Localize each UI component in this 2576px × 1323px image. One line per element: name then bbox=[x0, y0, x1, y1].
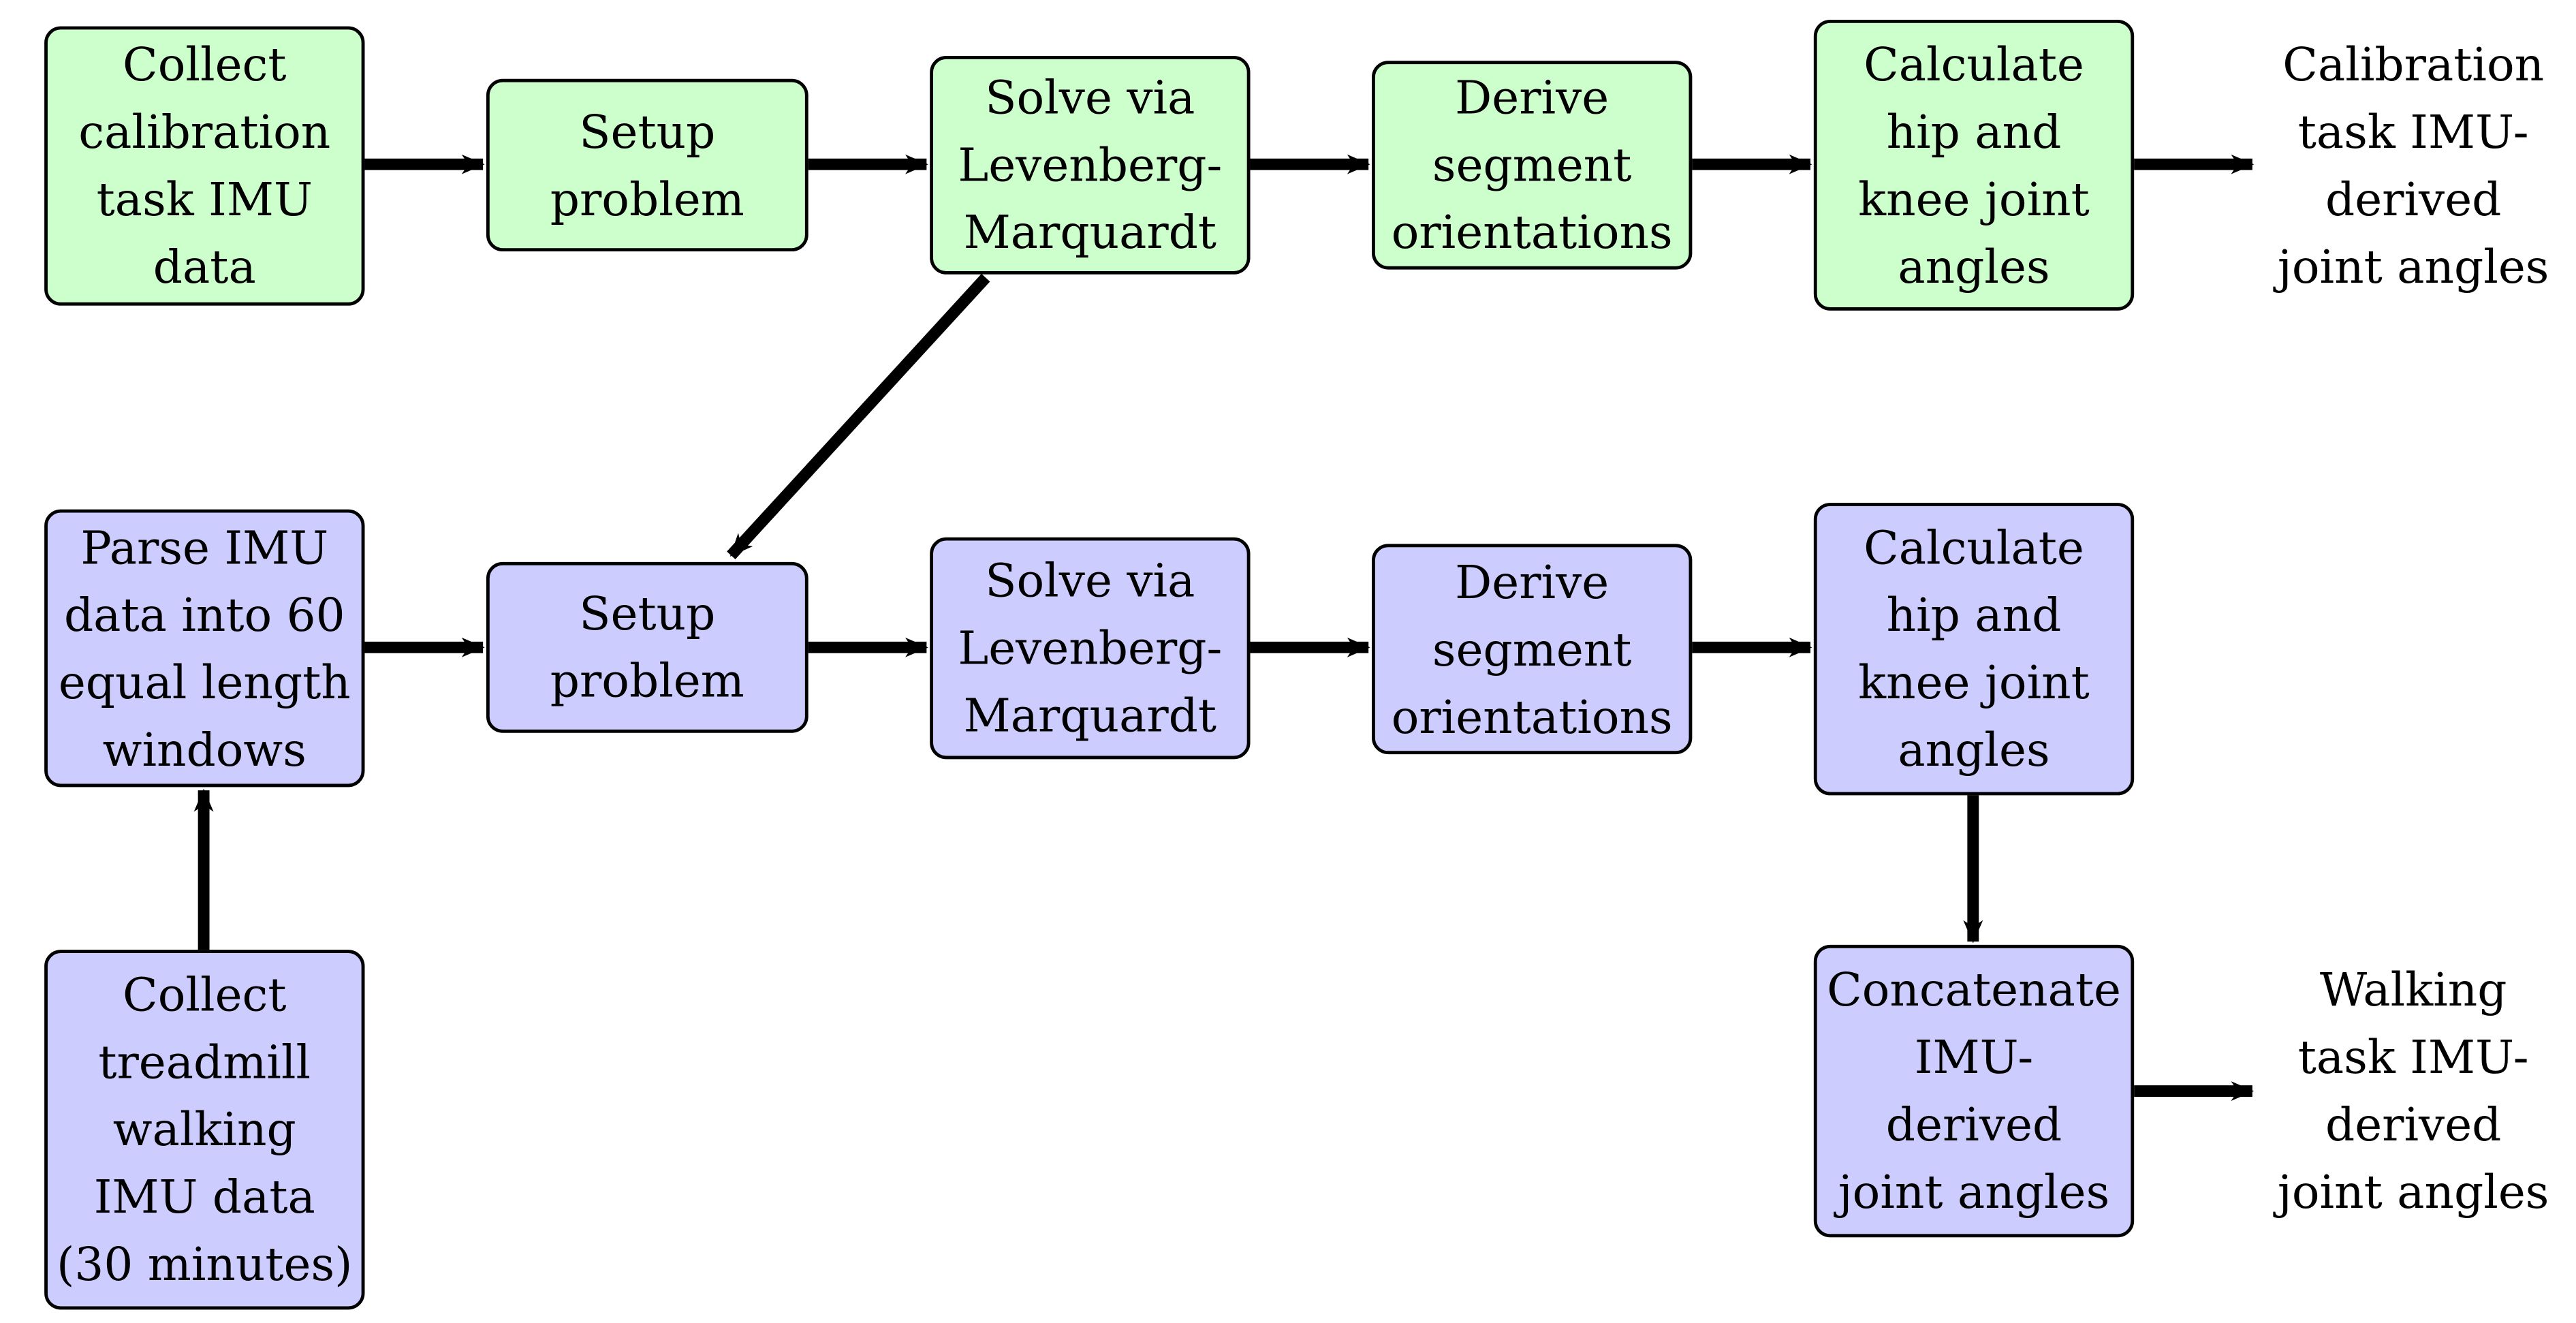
walking-calculate-label: Calculate hip and knee joint angles bbox=[1858, 520, 2090, 777]
calibration-setup-label: Setup problem bbox=[550, 104, 744, 226]
calibration-calculate-label: Calculate hip and knee joint angles bbox=[1858, 37, 2090, 294]
walking-collect-node: Collect treadmill walking IMU data (30 m… bbox=[44, 950, 365, 1310]
calibration-calculate-node: Calculate hip and knee joint angles bbox=[1813, 19, 2135, 311]
calibration-collect-label: Collect calibration task IMU data bbox=[78, 37, 331, 294]
walking-derive-label: Derive segment orientations bbox=[1391, 555, 1673, 744]
calibration-solve-label: Solve via Levenberg- Marquardt bbox=[958, 70, 1223, 260]
walking-parse-label: Parse IMU data into 60 equal length wind… bbox=[58, 520, 351, 777]
walking-output: Walking task IMU- derived joint angles bbox=[2250, 945, 2576, 1237]
calibration-output: Calibration task IMU- derived joint angl… bbox=[2250, 20, 2576, 311]
calibration-collect-node: Collect calibration task IMU data bbox=[44, 26, 365, 306]
walking-parse-node: Parse IMU data into 60 equal length wind… bbox=[44, 509, 365, 788]
calibration-derive-label: Derive segment orientations bbox=[1391, 70, 1673, 260]
calibration-setup-node: Setup problem bbox=[486, 78, 808, 252]
walking-derive-node: Derive segment orientations bbox=[1372, 544, 1693, 755]
walking-setup-label: Setup problem bbox=[550, 587, 744, 709]
calibration-output-label: Calibration task IMU- derived joint angl… bbox=[2277, 37, 2549, 294]
walking-concatenate-label: Concatenate IMU- derived joint angles bbox=[1827, 963, 2121, 1219]
calibration-derive-node: Derive segment orientations bbox=[1372, 61, 1693, 270]
walking-setup-node: Setup problem bbox=[486, 561, 808, 733]
walking-calculate-node: Calculate hip and knee joint angles bbox=[1813, 503, 2135, 796]
walking-collect-label: Collect treadmill walking IMU data (30 m… bbox=[57, 967, 353, 1292]
walking-solve-label: Solve via Levenberg- Marquardt bbox=[958, 553, 1223, 743]
arrow-solve-to-walking-setup bbox=[727, 273, 990, 559]
walking-solve-node: Solve via Levenberg- Marquardt bbox=[930, 537, 1251, 760]
walking-output-label: Walking task IMU- derived joint angles bbox=[2277, 963, 2549, 1219]
walking-concatenate-node: Concatenate IMU- derived joint angles bbox=[1813, 944, 2135, 1238]
calibration-solve-node: Solve via Levenberg- Marquardt bbox=[930, 56, 1251, 275]
